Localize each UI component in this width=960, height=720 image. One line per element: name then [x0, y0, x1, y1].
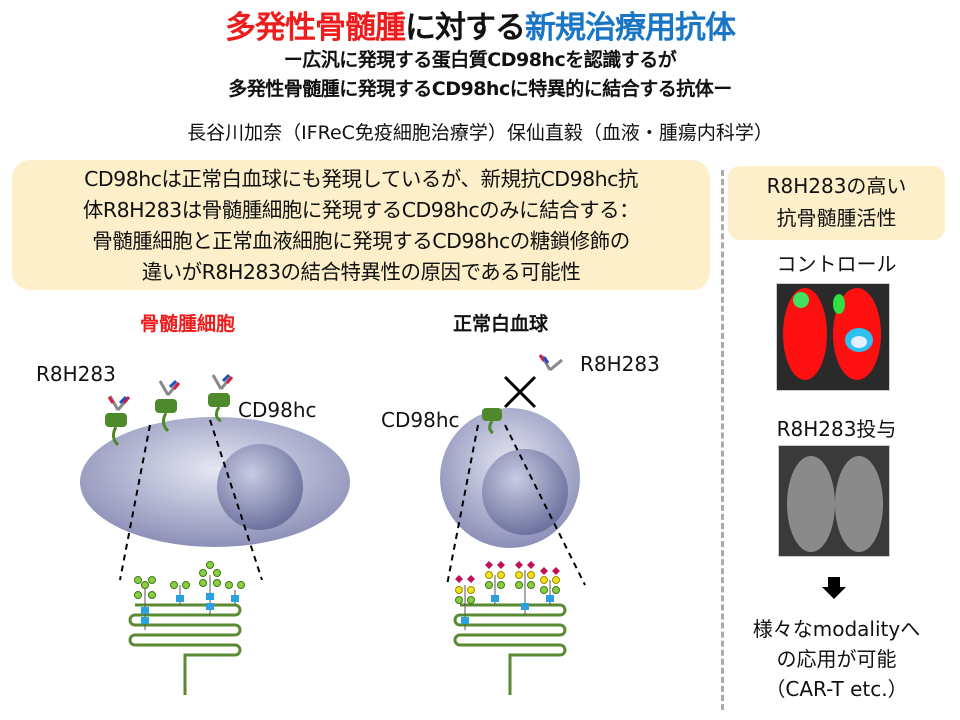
myeloma-heading: 骨髄腫細胞: [140, 313, 236, 335]
normal-heading: 正常白血球: [453, 313, 549, 335]
normal-antibody-label: R8H283: [580, 352, 660, 376]
control-imaging: [776, 283, 890, 391]
zoom-lines: [119, 419, 586, 586]
summary-note: CD98hcは正常白血球にも発現しているが、新規抗CD98hc抗 体R8H283…: [12, 160, 710, 290]
activity-box: R8H283の高い 抗骨髄腫活性: [728, 166, 945, 240]
title-red: 多発性骨髄腫: [225, 10, 406, 46]
cd98hc-protein-icon: [105, 393, 502, 447]
activity-line: R8H283の高い: [766, 174, 907, 198]
myeloma-nucleus: [217, 444, 303, 530]
slide-title: 多発性骨髄腫に対する新規治療用抗体: [0, 2, 960, 47]
subtitle-line2: 多発性骨髄腫に発現するCD98hcに特異的に結合する抗体ー: [228, 78, 732, 100]
note-line: 体R8H283は骨髄腫細胞に発現するCD98hcのみに結合する：: [82, 198, 640, 222]
conclusion-line: 様々なmodalityへ: [752, 617, 921, 641]
conclusion: 様々なmodalityへ の応用が可能 （CAR-T etc.）: [728, 614, 945, 704]
myeloma-antibody-label: R8H283: [36, 362, 116, 386]
no-binding-cross-icon: [503, 375, 537, 409]
control-label: コントロール: [776, 252, 897, 276]
myeloma-protein-label: CD98hc: [238, 398, 317, 422]
title-blue: 新規治療用抗体: [525, 10, 736, 46]
note-line: CD98hcは正常白血球にも発現しているが、新規抗CD98hc抗: [84, 167, 638, 191]
glycan-chains: [134, 561, 560, 630]
normal-protein-label: CD98hc: [381, 408, 460, 432]
membrane-protein-strand: [128, 603, 567, 695]
note-line: 違いがR8H283の結合特異性の原因である可能性: [141, 260, 581, 284]
activity-line: 抗骨髄腫活性: [776, 206, 897, 230]
title-black: に対する: [405, 10, 526, 46]
authors: 長谷川加奈（IFReC免疫細胞治療学）保仙直毅（血液・腫瘍内科学）: [187, 122, 773, 144]
conclusion-line: （CAR-T etc.）: [765, 677, 908, 701]
subtitle-line1: ー広汎に発現する蛋白質CD98hcを認識するが: [283, 49, 677, 71]
divider: [721, 170, 724, 710]
treated-imaging: [778, 445, 890, 557]
normal-nucleus: [482, 449, 568, 535]
cell-diagram: [80, 354, 586, 695]
down-arrow-icon: [822, 577, 846, 599]
antibody-icon: [107, 354, 563, 411]
conclusion-line: の応用が可能: [776, 647, 897, 671]
treated-label: R8H283投与: [776, 417, 897, 441]
note-line: 骨髄腫細胞と正常血液細胞に発現するCD98hcの糖鎖修飾の: [92, 229, 630, 253]
myeloma-cell: [80, 417, 350, 547]
